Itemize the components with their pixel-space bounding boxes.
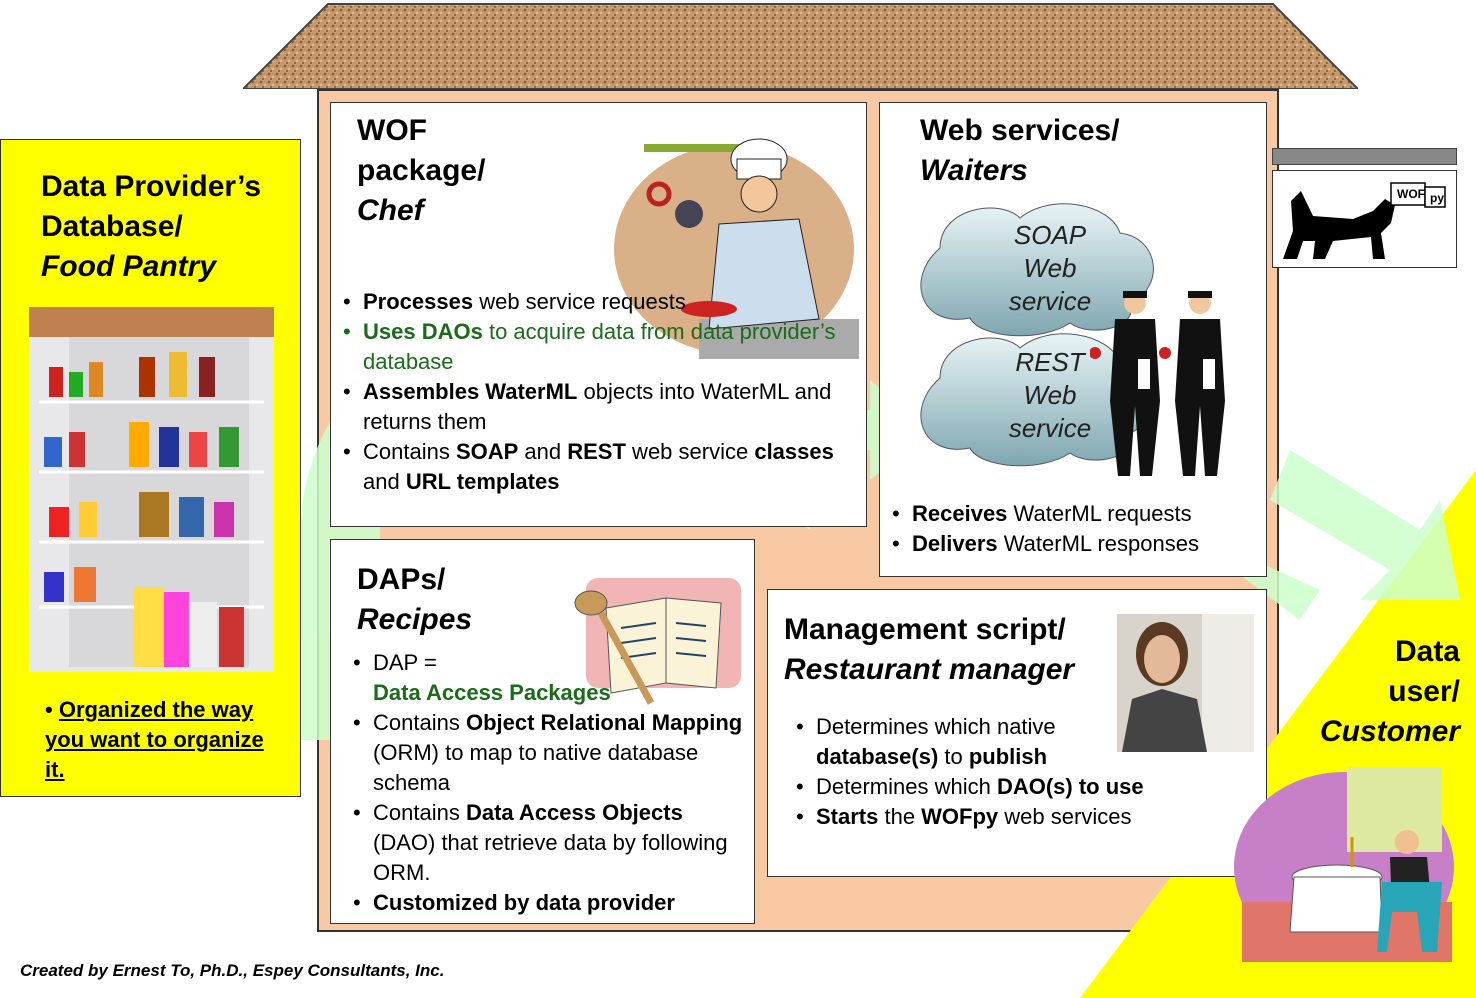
wof-item-1: Processes web service requests	[341, 287, 841, 317]
daps-title: DAPs/ Recipes	[357, 560, 472, 640]
wof-title: WOF package/ Chef	[357, 111, 485, 231]
customer-title-line2: user/	[1388, 675, 1460, 708]
wof-item-4: Contains SOAP and REST web service class…	[341, 437, 841, 497]
mgmt-title-italic: Restaurant manager	[784, 653, 1075, 686]
web-title-italic: Waiters	[920, 154, 1028, 187]
wof-title-line2: package/	[357, 154, 486, 187]
web-item-1: Receives WaterML requests	[890, 499, 1260, 529]
wof-package-box: WOF package/ Chef Processes web service …	[330, 102, 867, 527]
mgmt-item-2: Determines which DAO(s) to use	[794, 772, 1234, 802]
credit-text: Created by Ernest To, Ph.D., Espey Consu…	[20, 961, 445, 980]
mgmt-title: Management script/ Restaurant manager	[784, 610, 1074, 690]
daps-list: DAP =Data Access Packages Contains Objec…	[351, 648, 751, 918]
customer-title-italic: Customer	[1319, 715, 1460, 748]
clouds-icon	[920, 203, 1154, 467]
web-title: Web services/ Waiters	[920, 111, 1120, 191]
web-title-line1: Web services/	[920, 114, 1120, 147]
wof-list: Processes web service requests Uses DAOs…	[341, 287, 841, 497]
wof-item-3: Assembles WaterML objects into WaterML a…	[341, 377, 841, 437]
daps-item-4: Customized by data provider	[351, 888, 751, 918]
daps-item-1: DAP =Data Access Packages	[351, 648, 751, 708]
daps-title-italic: Recipes	[357, 603, 473, 636]
manager-photo	[1117, 614, 1254, 752]
customer-title: Data user/ Customer	[1300, 632, 1460, 752]
data-provider-box: Data Provider’s Database/ Food Pantry • …	[0, 139, 301, 797]
sign-bar	[1272, 148, 1457, 165]
pantry-image	[29, 307, 274, 672]
mgmt-item-3: Starts the WOFpy web services	[794, 802, 1234, 832]
waiters-icon	[1090, 291, 1225, 476]
management-box: Management script/ Restaurant manager De…	[767, 589, 1267, 877]
pantry-title-line1: Data Provider’s	[41, 170, 262, 203]
web-list: Receives WaterML requests Delivers Water…	[890, 499, 1260, 559]
wof-item-2: Uses DAOs to acquire data from data prov…	[341, 317, 841, 377]
wof-title-line1: WOF	[357, 114, 427, 147]
diner-icon	[1234, 767, 1454, 962]
roof	[243, 3, 1358, 89]
daps-box: DAPs/ Recipes DAP =Data Access Packages …	[330, 539, 755, 924]
customer-title-line1: Data	[1394, 635, 1460, 668]
sign-text-wof: WOF	[1397, 187, 1425, 201]
pantry-bullet: • Organized the way you want to organize…	[45, 697, 264, 782]
pantry-title-line2: Database/	[41, 210, 183, 243]
wofpy-sign: WOF py	[1272, 170, 1457, 268]
mgmt-item-1: Determines which native database(s) to p…	[794, 712, 1116, 772]
wof-title-italic: Chef	[357, 194, 424, 227]
mgmt-title-line1: Management script/	[784, 613, 1066, 646]
pantry-title-italic: Food Pantry	[41, 250, 217, 283]
mgmt-list: Determines which native database(s) to p…	[794, 712, 1234, 832]
pantry-title: Data Provider’s Database/ Food Pantry	[41, 167, 261, 287]
web-item-2: Delivers WaterML responses	[890, 529, 1260, 559]
daps-item-2: Contains Object Relational Mapping (ORM)…	[351, 708, 751, 798]
daps-title-line1: DAPs/	[357, 563, 446, 596]
pantry-bullet-text: Organized the way you want to organize i…	[45, 697, 264, 782]
sign-text-py: py	[1430, 191, 1445, 205]
dog-icon	[1283, 182, 1446, 259]
daps-item-3: Contains Data Access Objects (DAO) that …	[351, 798, 751, 888]
